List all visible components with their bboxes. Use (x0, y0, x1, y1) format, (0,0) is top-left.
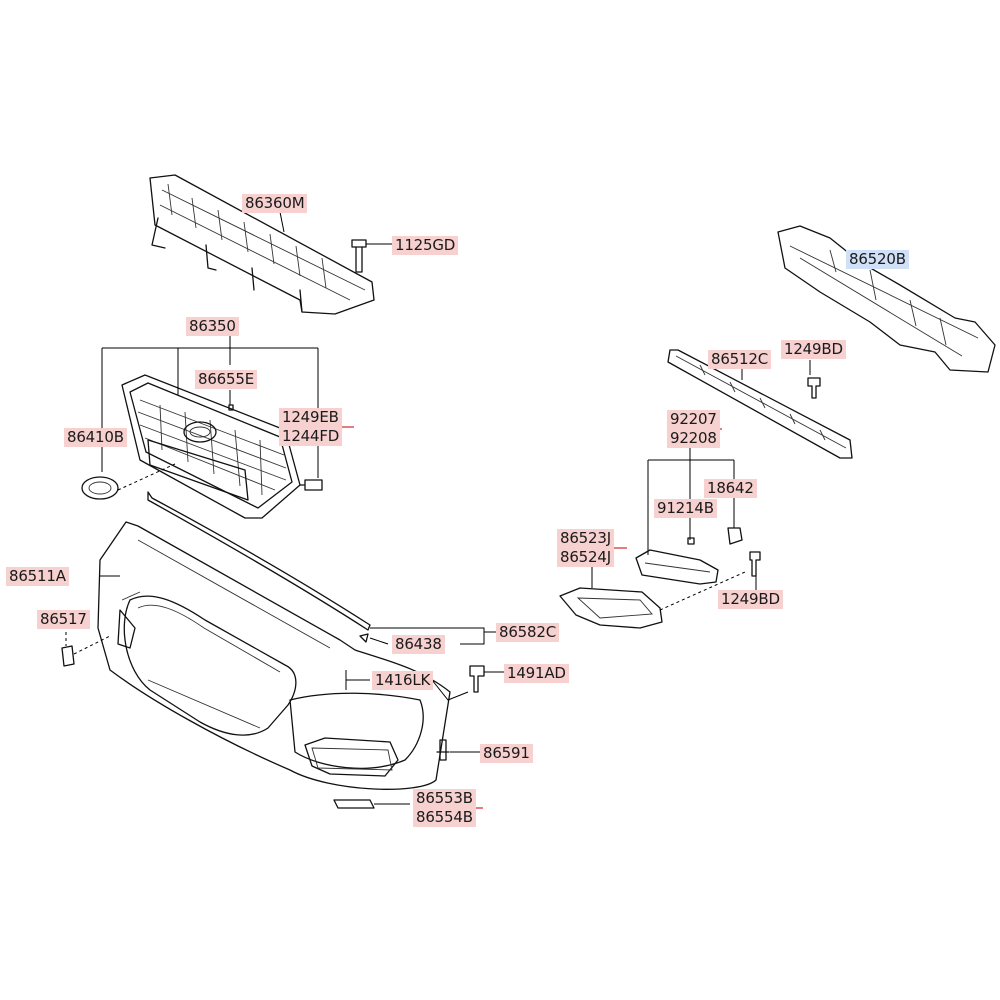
part-label-1249bd-upper[interactable]: 1249BD (781, 340, 846, 359)
part-label-1416lk[interactable]: 1416LK (372, 671, 434, 690)
part-label-86553b[interactable]: 86553B (413, 789, 476, 808)
part-label-86520b[interactable]: 86520B (846, 250, 909, 269)
part-label-1249eb[interactable]: 1249EB (279, 408, 342, 427)
part-label-86655e[interactable]: 86655E (195, 370, 257, 389)
part-label-86582c[interactable]: 86582C (496, 623, 559, 642)
lower-grille-strip (667, 349, 853, 459)
part-label-86350[interactable]: 86350 (186, 317, 239, 336)
fog-lamp-assembly (635, 446, 743, 585)
emblem-86410b (81, 463, 176, 500)
tow-hook-cap (61, 632, 111, 667)
upper-grille-bracket (149, 174, 375, 315)
part-label-86438[interactable]: 86438 (392, 635, 445, 654)
part-label-86517[interactable]: 86517 (37, 610, 90, 629)
part-label-18642[interactable]: 18642 (704, 479, 757, 498)
part-label-1125gd[interactable]: 1125GD (392, 236, 459, 255)
part-label-1491ad[interactable]: 1491AD (504, 664, 569, 683)
bumper-molding-strip (147, 491, 371, 631)
bolt-1125gd (351, 239, 392, 273)
part-label-86511a[interactable]: 86511A (6, 567, 69, 586)
front-grille (121, 374, 301, 519)
part-label-86410b[interactable]: 86410B (64, 428, 127, 447)
fasteners-1416lk-1491ad (345, 665, 504, 701)
part-label-1249bd-lower[interactable]: 1249BD (718, 590, 783, 609)
front-bumper-cover (97, 521, 451, 790)
part-label-92207[interactable]: 92207 (667, 410, 720, 429)
part-label-92208[interactable]: 92208 (667, 429, 720, 448)
part-label-86512c[interactable]: 86512C (708, 350, 771, 369)
part-label-86524j[interactable]: 86524J (557, 548, 614, 567)
part-label-1244fd[interactable]: 1244FD (279, 427, 343, 446)
screw-86591 (436, 739, 480, 761)
energy-absorber (777, 225, 996, 373)
part-label-86360m[interactable]: 86360M (242, 194, 308, 213)
clips-86438 (359, 627, 496, 645)
part-label-86591[interactable]: 86591 (480, 744, 533, 763)
part-label-86554b[interactable]: 86554B (413, 808, 476, 827)
cover-86553b (333, 799, 410, 809)
part-label-91214b[interactable]: 91214B (654, 499, 717, 518)
screw-1249bd-lower (749, 551, 761, 592)
part-label-86523j[interactable]: 86523J (557, 529, 614, 548)
